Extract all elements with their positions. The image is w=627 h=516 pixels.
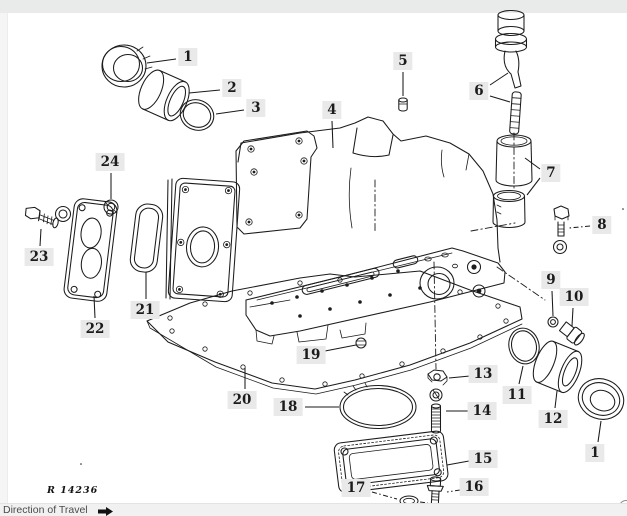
left-margin — [0, 13, 8, 504]
callout-leader-lines — [39, 58, 602, 504]
part-14-drawing — [430, 403, 442, 434]
direction-of-travel-label: Direction of Travel — [3, 504, 88, 516]
part-5-drawing — [398, 97, 408, 112]
part-19-drawing — [355, 337, 367, 349]
part-18-drawing — [339, 382, 417, 430]
part-1-drawing — [101, 44, 153, 88]
top-bar — [0, 0, 627, 13]
part-15-drawing — [333, 430, 449, 494]
part-23-drawing — [24, 206, 59, 229]
part-10-drawing — [558, 321, 585, 346]
part-24-drawing — [103, 199, 119, 215]
part-3-drawing — [179, 99, 215, 131]
part-6-drawing — [494, 9, 528, 135]
part-22-drawing — [63, 198, 118, 302]
washer-drawing — [54, 205, 72, 223]
case-face-plate — [167, 177, 241, 303]
case-bracket — [235, 130, 318, 235]
part-7-drawing — [492, 132, 533, 229]
part-8-drawing — [552, 205, 570, 255]
part-1b-drawing — [577, 378, 625, 420]
direction-of-travel-bar: Direction of Travel — [0, 503, 627, 516]
part-20-drawing — [146, 270, 523, 395]
figure-code: R 14236 — [47, 485, 99, 496]
part-13-drawing — [427, 369, 448, 402]
direction-arrow-icon — [97, 507, 113, 516]
part-21-drawing — [129, 203, 164, 273]
part-9-drawing — [547, 316, 559, 328]
part-12-drawing — [532, 340, 583, 394]
part-11-drawing — [508, 327, 540, 365]
part-2-drawing — [138, 69, 190, 122]
